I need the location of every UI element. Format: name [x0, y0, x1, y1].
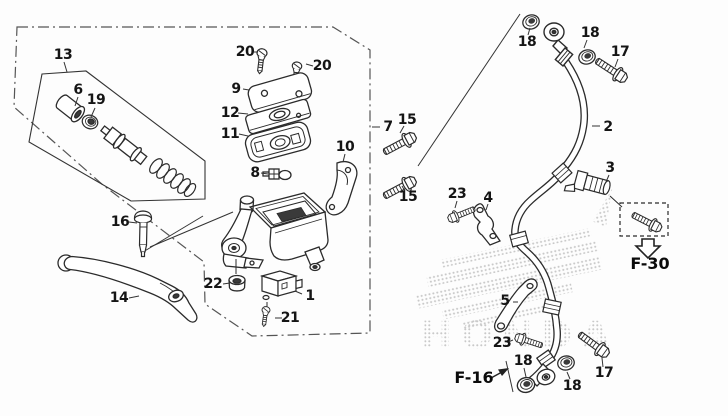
- part-label-12-6: 12: [220, 105, 240, 121]
- part-label-15-11: 15: [397, 112, 417, 128]
- part-label-9-5: 9: [231, 81, 241, 97]
- part-label-11-7: 11: [220, 126, 240, 142]
- part-label-4-20: 4: [483, 190, 493, 206]
- brake-switch-drawing: [259, 270, 303, 307]
- f16-arrow: [490, 360, 514, 393]
- part-label-7-10: 7: [383, 119, 393, 135]
- part-label-20-4: 20: [312, 58, 332, 74]
- part-label-16-13: 16: [110, 214, 130, 230]
- part-label-19-2: 19: [86, 92, 106, 108]
- part-label-8-8: 8: [250, 165, 260, 181]
- part-label-20-3: 20: [235, 44, 255, 60]
- figure-ref-label-F-16: F-16: [454, 368, 494, 387]
- part-label-22-15: 22: [203, 276, 223, 292]
- part-label-21-17: 21: [280, 310, 300, 326]
- kit-13-boundary: [28, 70, 206, 202]
- part-label-17-26: 17: [610, 44, 630, 60]
- part-label-18-27: 18: [513, 353, 533, 369]
- part-label-18-28: 18: [562, 378, 582, 394]
- part-label-15-12: 15: [398, 189, 418, 205]
- section-chain-border: [13, 26, 371, 337]
- part-label-18-24: 18: [517, 34, 537, 50]
- pivot-nut-drawing: [228, 274, 246, 292]
- brake-lever-drawing: [57, 254, 198, 323]
- reservoir-cap-drawing: [244, 47, 313, 181]
- part-label-6-1: 6: [73, 82, 83, 98]
- part-label-10-9: 10: [335, 139, 355, 155]
- hose-joint-drawing: [563, 169, 623, 208]
- part-label-23-21: 23: [447, 186, 467, 202]
- part-label-18-25: 18: [580, 25, 600, 41]
- part-label-2-18: 2: [603, 119, 613, 135]
- f30-reference-box: [619, 202, 669, 260]
- part-label-23-23: 23: [492, 335, 512, 351]
- part-label-3-19: 3: [605, 160, 615, 176]
- part-label-1-16: 1: [305, 288, 315, 304]
- brake-hose-drawing: [508, 22, 589, 387]
- figure-ref-label-F-30: F-30: [630, 254, 670, 273]
- part-label-13-0: 13: [53, 47, 73, 63]
- master-cylinder-drawing: [221, 192, 329, 274]
- part-label-17-29: 17: [594, 365, 614, 381]
- clamp-drawing: [325, 161, 358, 216]
- f30-down-arrow: [634, 238, 662, 260]
- pointer-lines: [142, 13, 521, 253]
- part-label-14-14: 14: [109, 290, 129, 306]
- part-label-5-22: 5: [500, 293, 510, 309]
- hose-bracket-drawings: [472, 203, 538, 333]
- plunger-drawing: [133, 210, 153, 258]
- piston-kit-drawing: [55, 94, 197, 198]
- leader-lines: [63, 27, 619, 380]
